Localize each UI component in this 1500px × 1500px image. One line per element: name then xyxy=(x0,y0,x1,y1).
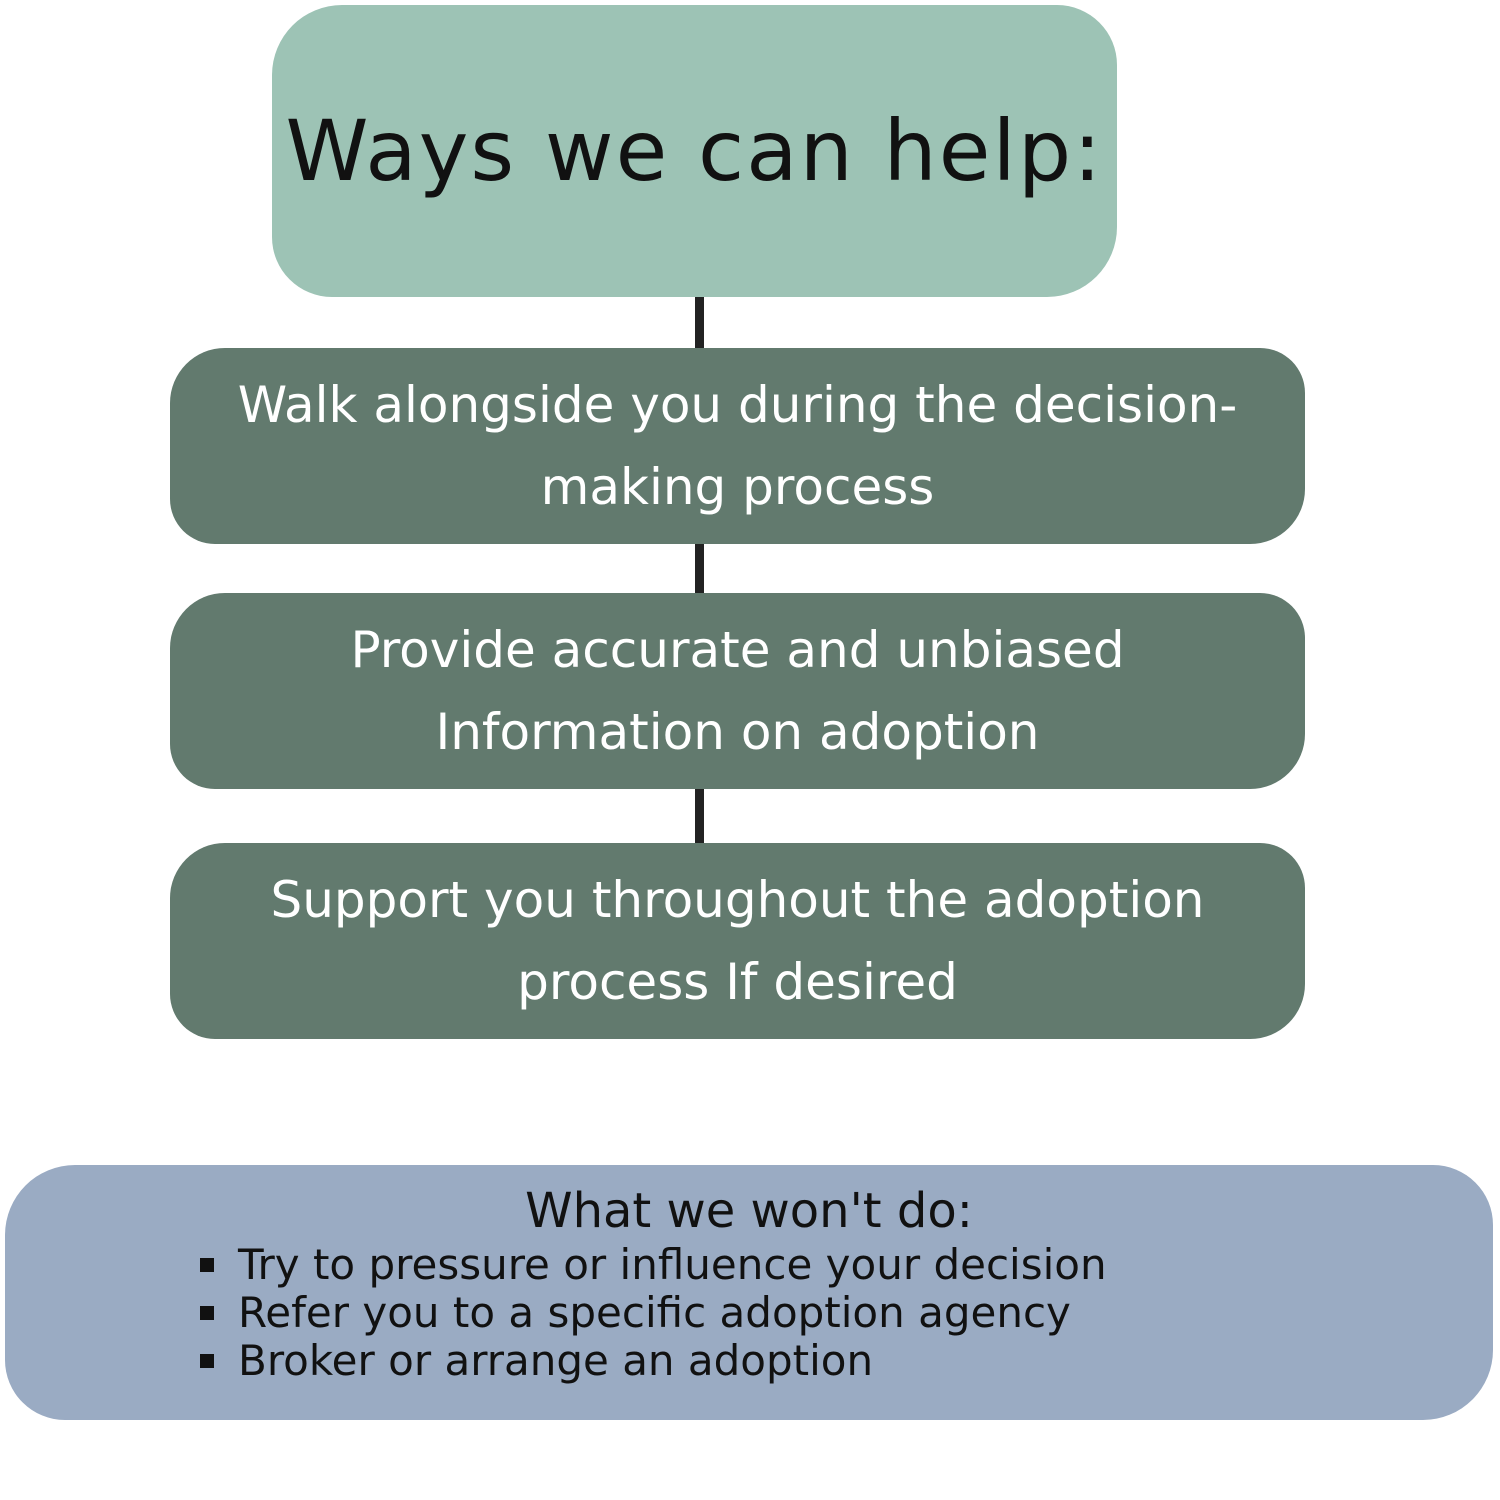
step-box-2: Provide accurate and unbiased Informatio… xyxy=(170,593,1305,789)
wont-do-list: Try to pressure or influence your decisi… xyxy=(200,1241,1107,1385)
list-item-text: Broker or arrange an adoption xyxy=(238,1336,874,1385)
step-text-line: Provide accurate and unbiased xyxy=(350,621,1125,679)
list-item: Try to pressure or influence your decisi… xyxy=(200,1241,1107,1289)
wont-do-title: What we won't do: xyxy=(525,1183,973,1239)
list-item-text: Try to pressure or influence your decisi… xyxy=(238,1240,1107,1289)
bullet-icon xyxy=(200,1354,214,1368)
header-title: Ways we can help: xyxy=(285,102,1104,200)
bullet-icon xyxy=(200,1306,214,1320)
wont-do-box: What we won't do: Try to pressure or inf… xyxy=(5,1165,1493,1420)
header-box: Ways we can help: xyxy=(272,5,1117,297)
step-text-line: Support you throughout the adoption xyxy=(270,871,1205,929)
step-box-1: Walk alongside you during the decision- … xyxy=(170,348,1305,544)
step-text-line: Information on adoption xyxy=(435,703,1040,761)
connector-line xyxy=(695,290,704,355)
step-text-line: making process xyxy=(540,458,935,516)
step-text-line: Walk alongside you during the decision- xyxy=(237,376,1238,434)
step-box-3: Support you throughout the adoption proc… xyxy=(170,843,1305,1039)
list-item: Refer you to a specific adoption agency xyxy=(200,1289,1107,1337)
list-item: Broker or arrange an adoption xyxy=(200,1337,1107,1385)
connector-line xyxy=(695,785,704,847)
list-item-text: Refer you to a specific adoption agency xyxy=(238,1288,1071,1337)
connector-line xyxy=(695,540,704,598)
bullet-icon xyxy=(200,1258,214,1272)
step-text-line: process If desired xyxy=(517,953,958,1011)
